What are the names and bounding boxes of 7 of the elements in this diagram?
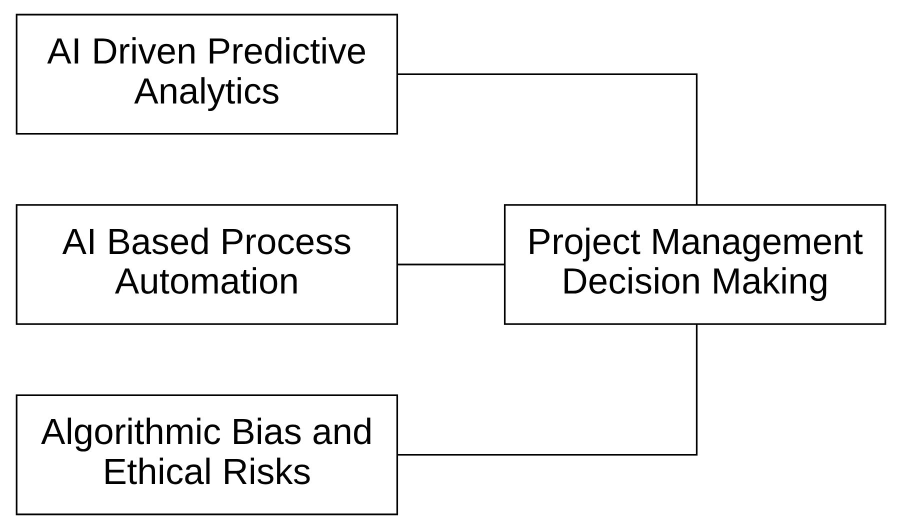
node-box: Project Management Decision Making xyxy=(503,204,886,325)
connector xyxy=(397,264,504,266)
node-box: AI Driven Predictive Analytics xyxy=(15,14,398,135)
connector xyxy=(397,73,698,205)
node-box: AI Based Process Automation xyxy=(15,204,398,325)
node-box: Algorithmic Bias and Ethical Risks xyxy=(15,394,398,516)
connector xyxy=(397,324,698,456)
